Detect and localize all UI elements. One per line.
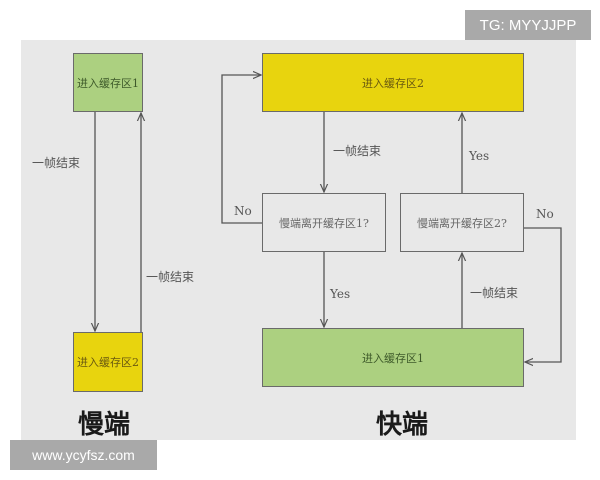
fast-side-title: 快端 xyxy=(376,410,429,440)
slow-buffer2-label: 进入缓存区2 xyxy=(77,356,139,369)
watermark-top-right: TG: MYYJJPP xyxy=(465,10,591,40)
fast-frame-end-label-top: 一帧结束 xyxy=(333,144,382,158)
slow-frame-end-label-up: 一帧结束 xyxy=(146,270,195,284)
decision2-yes-label: Yes xyxy=(469,149,490,163)
fast-buffer2-label: 进入缓存区2 xyxy=(362,76,424,90)
decision-1-label: 慢端离开缓存区1? xyxy=(279,216,369,230)
decision1-no-label: No xyxy=(234,204,252,218)
slow-buffer1-box: 进入缓存区1 xyxy=(73,53,143,112)
decision-slow-left-buffer1: 慢端离开缓存区1? xyxy=(262,193,386,252)
decision2-no-label: No xyxy=(536,207,554,221)
slow-buffer2-box: 进入缓存区2 xyxy=(73,332,143,392)
decision1-yes-label: Yes xyxy=(330,287,351,301)
fast-buffer2-box: 进入缓存区2 xyxy=(262,53,524,112)
watermark-bottom-left: www.ycyfsz.com xyxy=(10,440,157,470)
decision-2-label: 慢端离开缓存区2? xyxy=(417,216,507,230)
slow-side-title: 慢端 xyxy=(78,410,131,440)
fast-buffer1-label: 进入缓存区1 xyxy=(362,351,424,365)
slow-frame-end-label-down: 一帧结束 xyxy=(32,156,81,170)
decision-slow-left-buffer2: 慢端离开缓存区2? xyxy=(400,193,524,252)
slow-buffer1-label: 进入缓存区1 xyxy=(77,76,139,90)
fast-buffer1-box: 进入缓存区1 xyxy=(262,328,524,387)
fast-frame-end-label-bottom: 一帧结束 xyxy=(470,286,519,300)
